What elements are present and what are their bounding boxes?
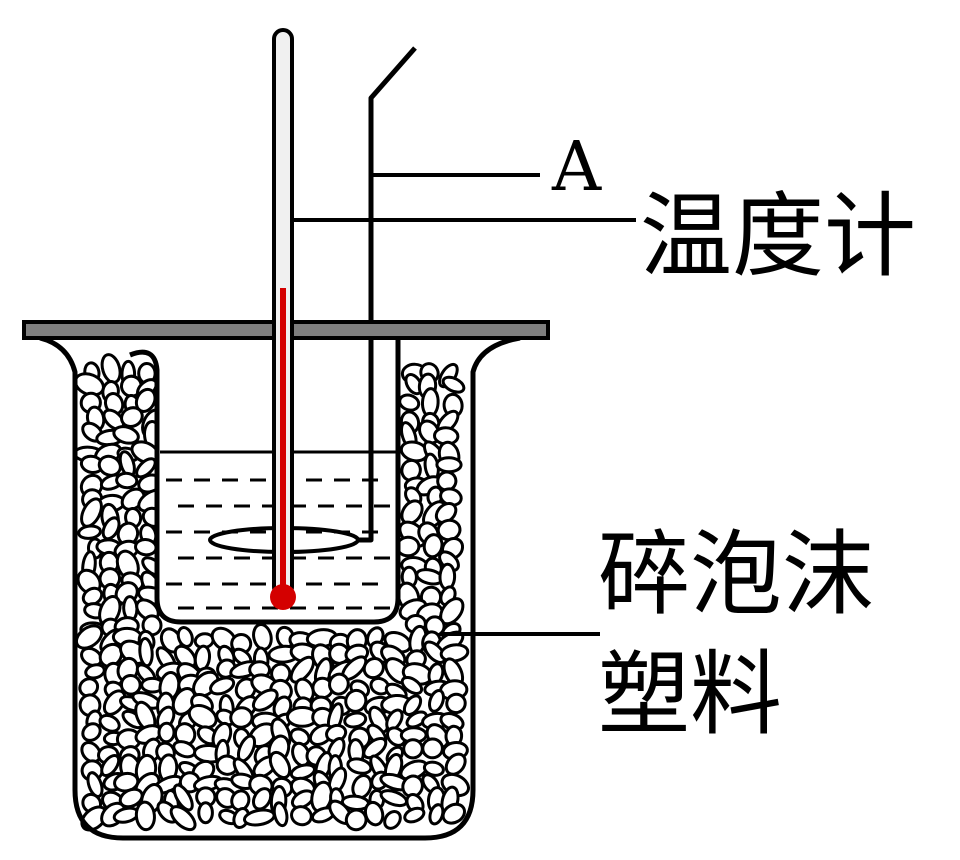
foam-particle: [289, 655, 315, 684]
foam-particle: [120, 406, 144, 428]
foam-particle: [290, 805, 313, 827]
foam-particle: [251, 787, 273, 811]
foam-particle: [421, 737, 444, 760]
foam-particle: [135, 457, 157, 479]
foam-particle: [441, 375, 466, 394]
thermometer-mercury-column: [280, 288, 286, 588]
foam-particle: [81, 722, 102, 742]
thermometer-bulb: [270, 584, 296, 610]
foam-particle: [343, 711, 368, 729]
liquid: [166, 478, 390, 610]
foam-particle: [172, 783, 194, 812]
foam-particle: [435, 456, 463, 474]
foam-particle: [363, 800, 385, 827]
label-stirrer: A: [551, 128, 602, 207]
foam-particle: [187, 703, 218, 730]
foam-particle: [176, 626, 194, 648]
foam-particle: [383, 809, 402, 830]
foam-particle: [115, 471, 139, 490]
foam-particle: [230, 789, 251, 812]
foam-particle: [428, 689, 445, 713]
foam-particle: [438, 562, 457, 591]
foam-particle: [80, 741, 102, 764]
foam-particle: [100, 353, 122, 385]
foam-particle: [134, 538, 158, 557]
foam-particle: [268, 750, 292, 780]
foam-particle: [328, 672, 350, 696]
label-foam-line2: 塑料: [598, 641, 782, 748]
foam-particle: [86, 771, 104, 798]
foam-particle: [98, 713, 121, 733]
foam-particle: [434, 501, 458, 525]
outer-beaker: [39, 335, 521, 841]
foam-particle: [398, 393, 421, 412]
foam-particle: [197, 801, 214, 825]
foam-particle: [402, 738, 424, 760]
foam-particle: [98, 642, 124, 668]
foam-particle: [444, 752, 467, 776]
label-thermometer: 温度计: [640, 183, 916, 290]
foam-particle: [346, 757, 373, 775]
foam-particle: [157, 721, 176, 744]
ring-stirrer-rod: [358, 46, 417, 543]
foam-particle: [101, 516, 121, 541]
foam-particle: [402, 694, 423, 717]
foam-particle: [362, 657, 385, 680]
foam-particle: [112, 425, 140, 445]
foam-particle: [84, 663, 106, 680]
foam-particle: [209, 676, 236, 696]
foam-particle: [400, 676, 424, 695]
foam-particle: [102, 689, 127, 716]
foam-particle: [134, 800, 156, 832]
foam-particle: [441, 802, 467, 825]
foam-particle: [229, 706, 254, 729]
foam-particle: [77, 524, 102, 540]
foam-particle: [74, 624, 104, 650]
foam-particle: [272, 801, 289, 828]
foam-particle: [403, 806, 426, 824]
foam-particle: [138, 636, 154, 668]
label-foam-line1: 碎泡沫: [598, 521, 874, 628]
foam-particle: [251, 688, 279, 712]
foam-particle: [362, 737, 388, 760]
foam-particle: [445, 692, 467, 715]
foam-particle: [169, 805, 197, 832]
foam-particle: [100, 753, 121, 778]
foam-particle: [97, 454, 122, 477]
